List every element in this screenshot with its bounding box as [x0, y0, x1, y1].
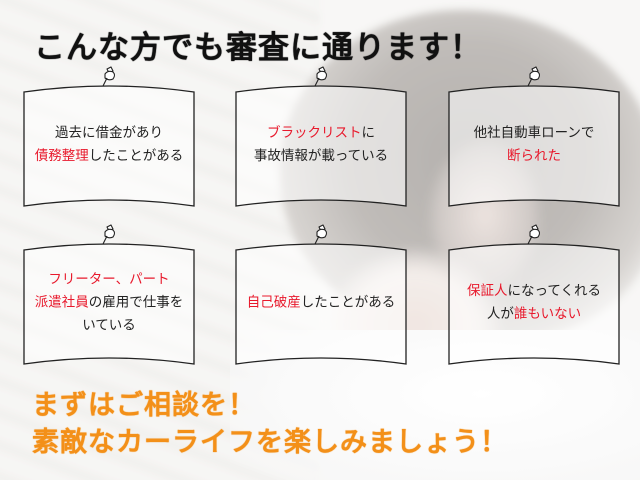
pushpin-icon — [102, 66, 116, 87]
pushpin-icon — [527, 66, 541, 87]
card-frame — [448, 85, 620, 207]
headline: こんな方でも審査に通ります！ — [34, 30, 482, 66]
card-3: 他社自動車ローンで断られた — [448, 66, 620, 207]
card-line-3: いている — [23, 315, 195, 338]
card-line-2: 人が誰もいない — [448, 303, 620, 326]
card-line-1: フリーター、パート — [23, 269, 195, 292]
card-frame — [448, 243, 620, 365]
body-text: 他社自動車ローンで — [473, 125, 595, 141]
highlight-text: 債務整理 — [34, 148, 89, 164]
card-frame — [235, 243, 407, 365]
card-line-1: 他社自動車ローンで — [448, 122, 620, 145]
card-line-2: 債務整理したことがある — [23, 145, 195, 168]
card-6: 保証人になってくれる人が誰もいない — [448, 224, 620, 365]
card-text: 自己破産したことがある — [235, 292, 407, 315]
pushpin-icon — [527, 224, 541, 245]
body-text: になってくれる — [507, 283, 601, 299]
card-line-1: 自己破産したことがある — [235, 292, 407, 315]
body-text: したことがある — [300, 294, 396, 311]
card-line-2: 事故情報が載っている — [235, 145, 407, 168]
body-text: 人が — [486, 306, 514, 322]
card-line-1: ブラックリストに — [235, 122, 407, 145]
body-text: に — [361, 125, 376, 141]
highlight-text: ブラックリスト — [267, 125, 362, 141]
pushpin-icon — [314, 224, 328, 245]
highlight-text: フリーター、パート — [48, 271, 170, 288]
body-text: 過去に借金があり — [55, 125, 163, 141]
body-text: の雇用で仕事を — [88, 294, 184, 311]
card-frame — [235, 85, 407, 207]
highlight-text: 誰もいない — [513, 306, 582, 322]
card-frame — [23, 85, 195, 207]
cta-line-2: 素敵なカーライフを楽しみましょう！ — [32, 427, 508, 458]
pushpin-icon — [102, 224, 116, 245]
card-text: ブラックリストに事故情報が載っている — [235, 122, 407, 168]
highlight-text: 自己破産 — [246, 294, 301, 311]
card-line-2: 断られた — [448, 145, 620, 168]
card-text: 過去に借金があり債務整理したことがある — [23, 122, 195, 168]
card-5: 自己破産したことがある — [235, 224, 407, 365]
body-text: 事故情報が載っている — [253, 148, 389, 164]
card-text: フリーター、パート派遣社員の雇用で仕事をいている — [23, 269, 195, 338]
pushpin-icon — [314, 66, 328, 87]
card-2: ブラックリストに事故情報が載っている — [235, 66, 407, 207]
cta-line-1: まずはご相談を！ — [32, 390, 256, 421]
card-text: 他社自動車ローンで断られた — [448, 122, 620, 168]
body-text: したことがある — [88, 148, 184, 164]
card-line-1: 過去に借金があり — [23, 122, 195, 145]
card-frame — [23, 243, 195, 365]
highlight-text: 保証人 — [467, 283, 508, 299]
card-1: 過去に借金があり債務整理したことがある — [23, 66, 195, 207]
body-text: いている — [82, 317, 136, 334]
highlight-text: 派遣社員 — [34, 294, 89, 311]
card-line-1: 保証人になってくれる — [448, 280, 620, 303]
card-line-2: 派遣社員の雇用で仕事を — [23, 292, 195, 315]
card-4: フリーター、パート派遣社員の雇用で仕事をいている — [23, 224, 195, 365]
card-text: 保証人になってくれる人が誰もいない — [448, 280, 620, 326]
highlight-text: 断られた — [507, 148, 561, 164]
